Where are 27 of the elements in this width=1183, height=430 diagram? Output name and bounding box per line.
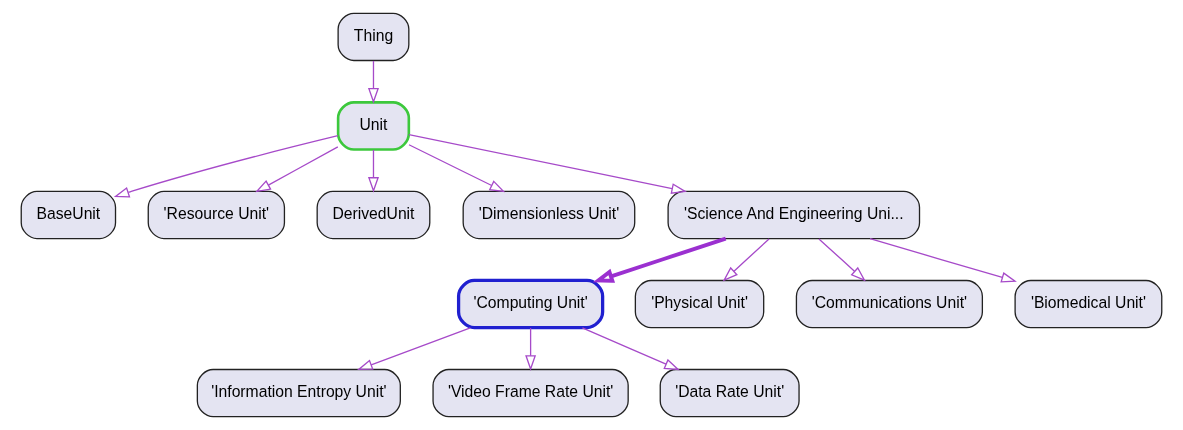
arrow <box>113 135 339 198</box>
node-box: 'Resource Unit' <box>147 190 286 240</box>
arrow <box>408 133 688 194</box>
arrow <box>408 144 506 193</box>
arrow <box>592 236 727 283</box>
node-box: 'Communications Unit' <box>795 279 984 329</box>
node-box: 'Video Frame Rate Unit' <box>432 368 629 418</box>
node-box: Unit <box>336 101 411 151</box>
node-box: DerivedUnit <box>316 190 431 240</box>
node-box: 'Science And Engineering Uni... <box>667 190 921 240</box>
node-box: 'Information Entropy Unit' <box>196 368 401 418</box>
arrow <box>367 149 379 193</box>
arrow <box>525 327 537 371</box>
node-box: 'Dimensionless Unit' <box>462 190 636 240</box>
node-box: 'Computing Unit' <box>456 278 605 330</box>
arrow <box>722 238 770 282</box>
node-box: 'Biomedical Unit' <box>1014 279 1163 329</box>
node-box: BaseUnit <box>20 190 117 240</box>
arrow <box>818 238 866 282</box>
arrow <box>581 327 680 371</box>
node-box: 'Physical Unit' <box>634 279 765 329</box>
arrow <box>255 146 339 193</box>
arrow <box>367 60 379 104</box>
node-box: Thing <box>337 12 410 62</box>
arrow <box>869 238 1017 283</box>
arrow <box>356 327 471 371</box>
node-box: 'Data Rate Unit' <box>659 368 800 418</box>
